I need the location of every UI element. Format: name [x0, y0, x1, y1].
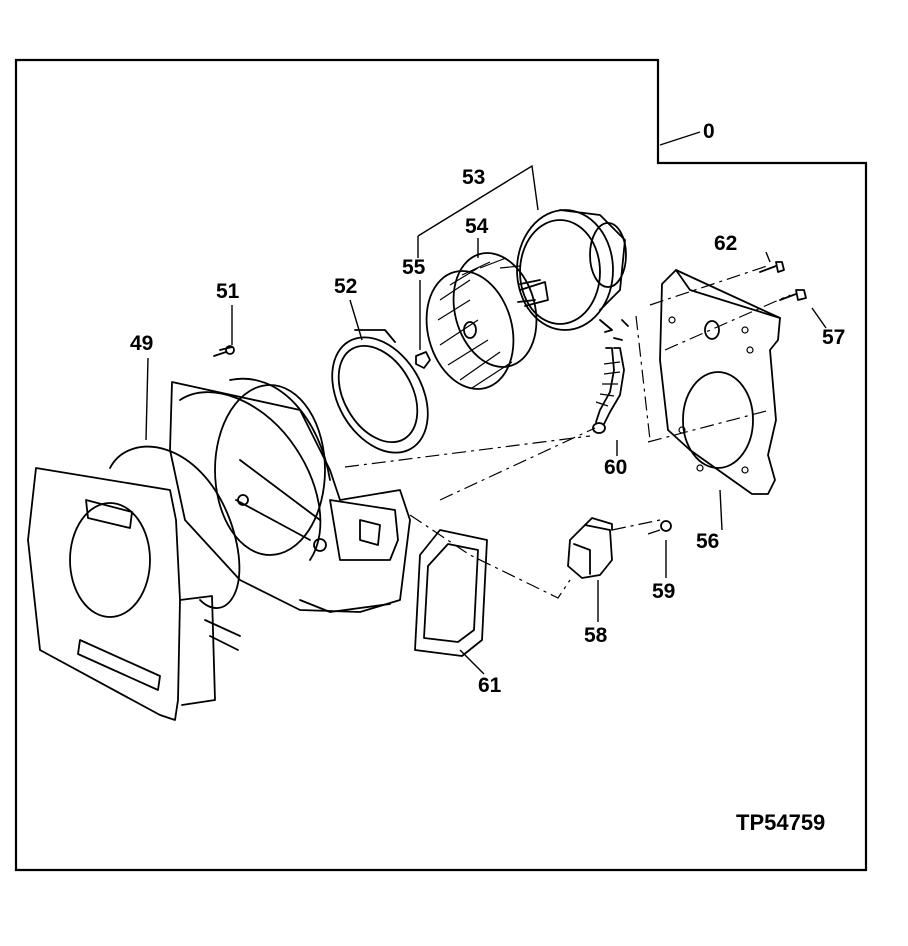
- part-57-screw: [779, 289, 807, 301]
- part-61-gasket: [414, 529, 488, 657]
- callout-51: 51: [216, 280, 240, 303]
- callout-62: 62: [714, 232, 737, 255]
- callout-61: 61: [478, 674, 502, 697]
- figure-id: TP54759: [736, 810, 825, 835]
- part-53-motor: [516, 209, 627, 333]
- callout-55: 55: [402, 256, 426, 279]
- part-59-screw: [647, 520, 672, 535]
- part-56-mounting-plate: [659, 269, 781, 495]
- callout-59: 59: [652, 580, 675, 603]
- callout-57: 57: [822, 326, 845, 349]
- part-51-screw: [213, 345, 235, 357]
- part-58-resistor: [567, 517, 613, 579]
- part-49-end-plate: [27, 467, 241, 721]
- callout-53: 53: [462, 166, 485, 189]
- alignment-lines: [344, 264, 791, 599]
- part-49-seal-ring: [109, 445, 241, 609]
- part-52-ring: [331, 329, 429, 454]
- part-62-screw: [759, 261, 785, 273]
- part-60-hose: [592, 319, 629, 434]
- callout-58: 58: [584, 624, 608, 647]
- blower-housing: [169, 377, 411, 613]
- callout-54: 54: [465, 215, 489, 238]
- part-54-blower-wheel: [425, 252, 549, 390]
- callout-49: 49: [130, 332, 153, 355]
- leader-lines: [145, 131, 827, 675]
- diagram-frame: [14, 58, 868, 872]
- callout-0: 0: [703, 120, 715, 143]
- callout-56: 56: [696, 530, 719, 553]
- part-55-nut: [415, 351, 431, 369]
- callout-labels: 0 49 51 52 53 54 55 56 57 58 59 60 61 62: [130, 120, 845, 697]
- callout-52: 52: [334, 275, 357, 298]
- bracket-53-54: [417, 164, 539, 258]
- callout-60: 60: [604, 456, 627, 479]
